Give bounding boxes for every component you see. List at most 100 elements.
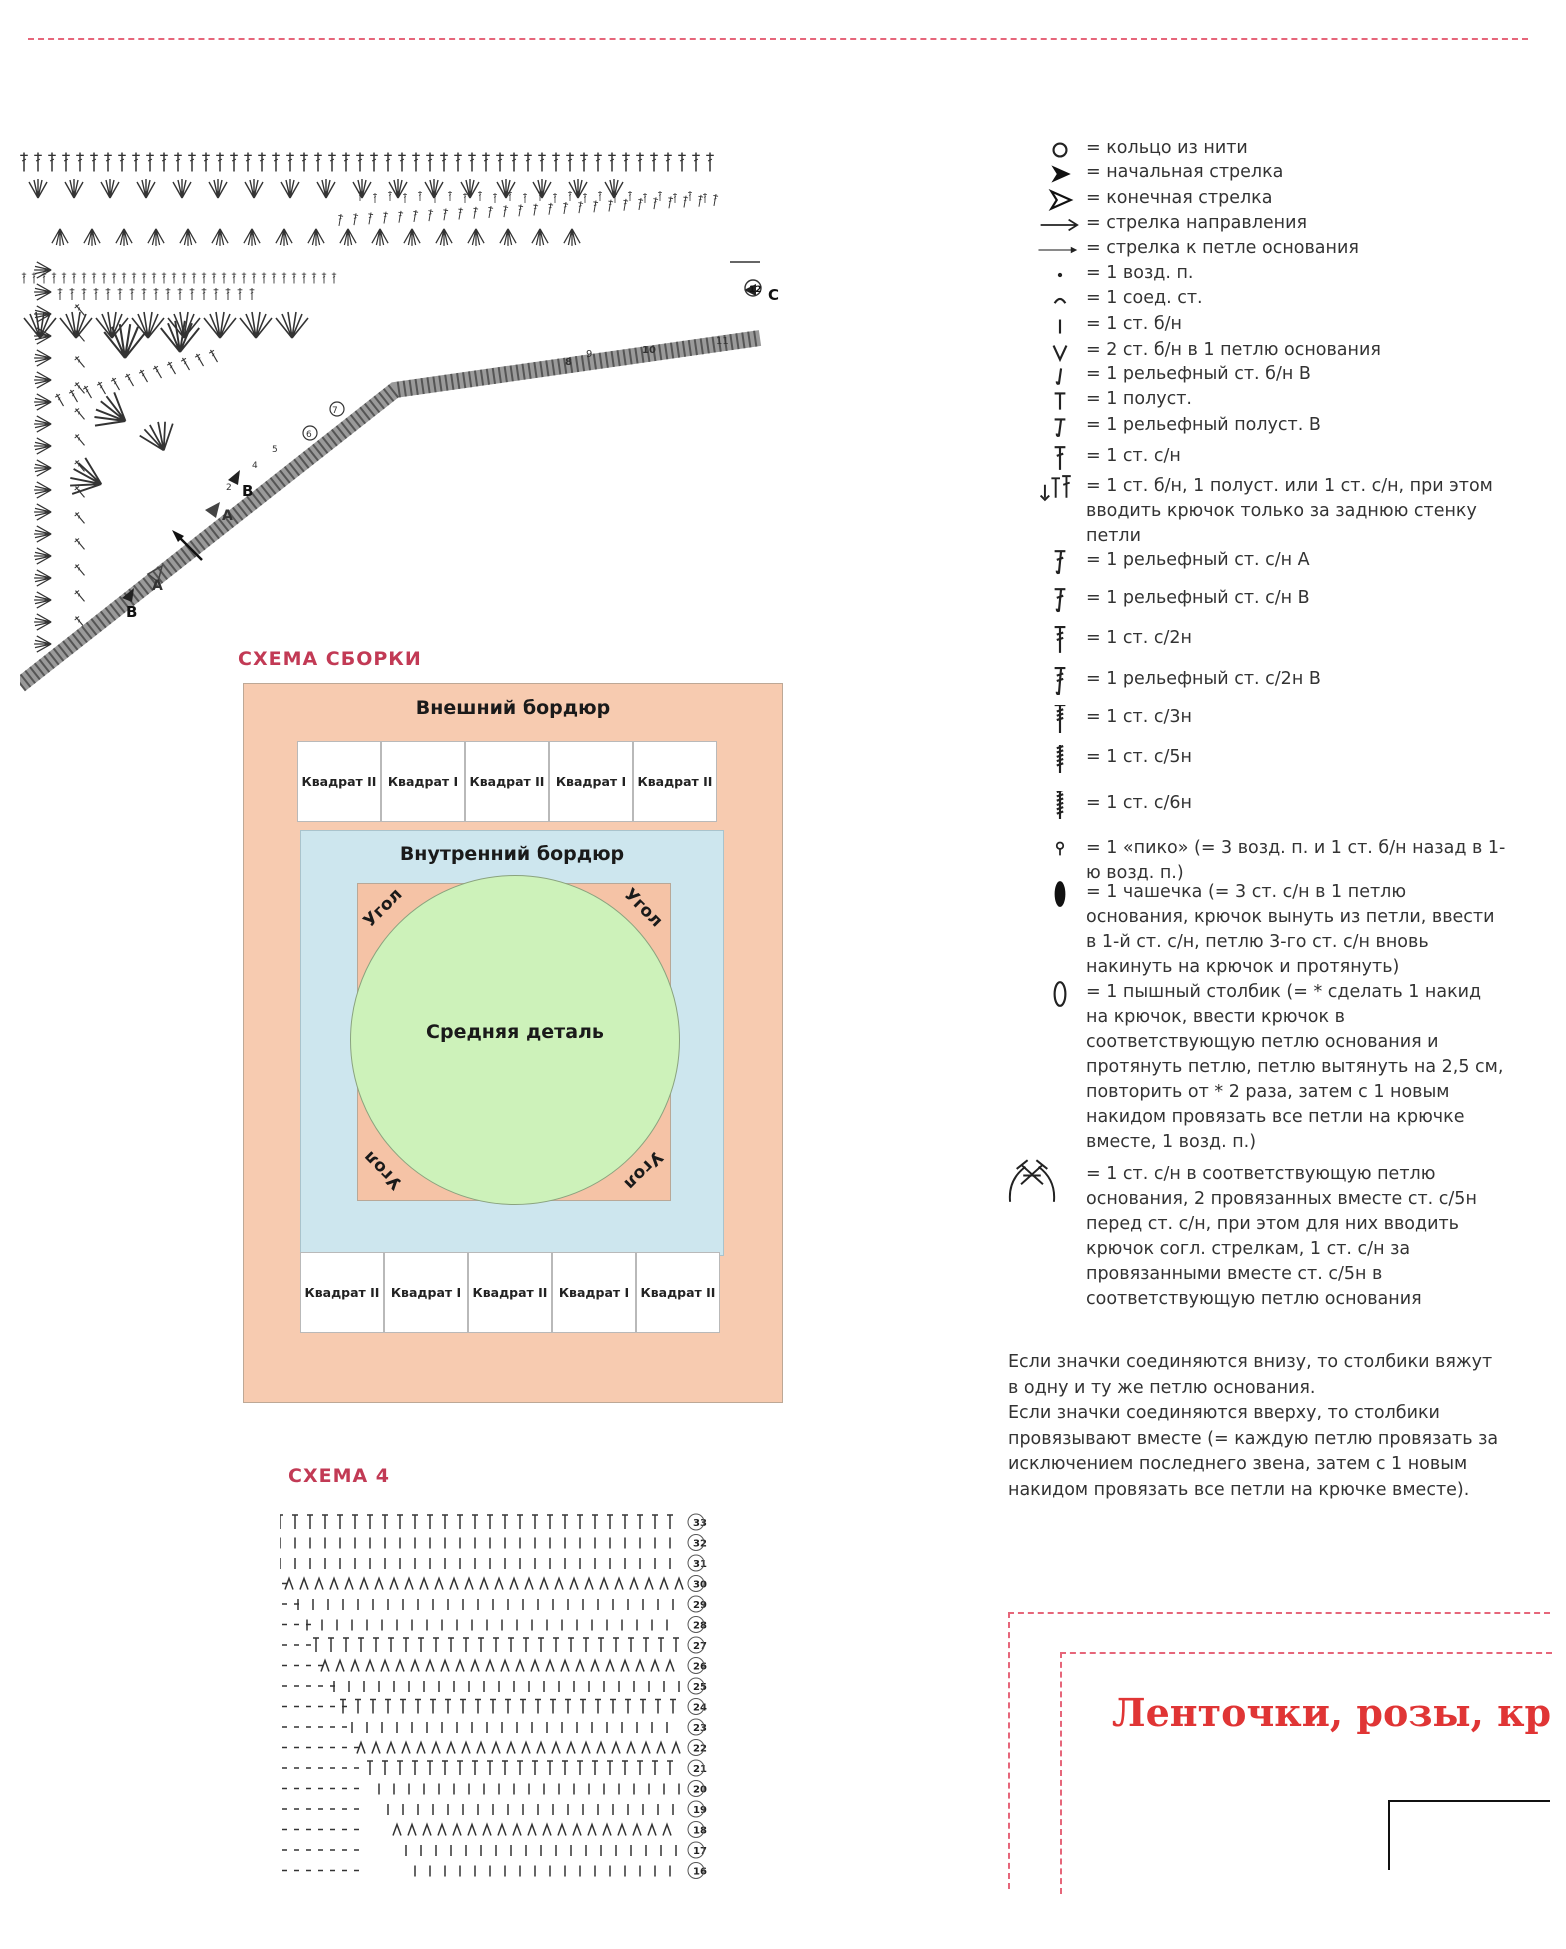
stitch-symbol <box>388 1638 394 1652</box>
stitch-symbol <box>34 592 51 608</box>
legend-text: = 1 ст. с/2н <box>1086 626 1506 651</box>
stitch-symbol <box>96 312 128 338</box>
stitch-symbol <box>552 1743 560 1754</box>
scheme4-row-number: 16 <box>693 1867 707 1878</box>
stitch-symbol <box>216 153 224 172</box>
inner-border-label: Внутренний бордюр <box>300 843 724 865</box>
stitch-symbol <box>367 212 374 225</box>
legend-text: = стрелка направления <box>1086 211 1506 236</box>
stitch-symbol <box>453 1825 461 1836</box>
stitch-symbol <box>173 179 191 198</box>
stitch-symbol <box>657 1743 665 1754</box>
stitch-symbol <box>292 273 296 284</box>
stitch-symbol <box>180 229 196 246</box>
stitch-symbol <box>637 1515 643 1529</box>
article-corner-rule <box>1388 1800 1550 1870</box>
stitch-symbol <box>418 1638 424 1652</box>
stitch-symbol <box>595 1700 601 1714</box>
stitch-symbol <box>460 1700 466 1714</box>
stitch-symbol <box>72 273 76 284</box>
stitch-symbol <box>643 193 647 203</box>
stitch-symbol <box>462 1743 470 1754</box>
stitch-symbol <box>146 153 154 172</box>
stitch-symbol <box>34 416 51 432</box>
stitch-symbol <box>116 229 132 246</box>
stitch-symbol <box>204 312 236 338</box>
stitch-symbol <box>65 179 83 198</box>
stitch-symbol <box>487 1515 493 1529</box>
stitch-symbol <box>666 1661 674 1672</box>
stitch-symbol <box>104 153 112 172</box>
stitch-symbol <box>667 1761 673 1775</box>
stitch-symbol <box>423 1825 431 1836</box>
legend-text: = 1 рельефный ст. б/н В <box>1086 362 1506 387</box>
stitch-symbol <box>652 1515 658 1529</box>
stitch-symbol <box>337 214 344 227</box>
stitch-symbol <box>643 1638 649 1652</box>
stitch-symbol <box>703 193 707 203</box>
stitch-symbol <box>562 202 569 215</box>
stitch-symbol <box>314 153 322 172</box>
stitch-symbol <box>94 288 99 300</box>
stitch-symbol <box>553 1638 559 1652</box>
stitch-symbol <box>532 1515 538 1529</box>
stitch-symbol <box>510 1579 518 1590</box>
scheme4-row-number: 21 <box>693 1764 707 1775</box>
scheme4-row-number: 29 <box>693 1600 707 1611</box>
square-cell: Квадрат II <box>465 741 549 822</box>
stitch-symbol <box>622 1761 628 1775</box>
stitch-symbol <box>73 459 86 473</box>
top-dashed-rule <box>28 38 1528 40</box>
stitch-symbol <box>502 205 509 218</box>
stitch-symbol <box>312 273 316 284</box>
stitch-symbol <box>547 1761 553 1775</box>
stitch-symbol <box>58 288 63 300</box>
legend-text: = 1 ст. б/н, 1 полуст. или 1 ст. с/н, пр… <box>1086 474 1506 549</box>
stitch-symbol <box>454 153 462 172</box>
stitch-symbol <box>603 1825 611 1836</box>
stitch-symbol <box>497 179 515 198</box>
point-c-label: C <box>768 286 779 304</box>
stitch-symbol <box>495 1579 503 1590</box>
stitch-symbol <box>607 1761 613 1775</box>
stitch-symbol <box>389 179 407 198</box>
stitch-symbol <box>403 1638 409 1652</box>
stitch-symbol <box>432 1743 440 1754</box>
stitch-symbol <box>547 202 554 215</box>
stitch-symbol <box>532 203 539 216</box>
stitch-symbol <box>358 1638 364 1652</box>
point-b-label: B <box>242 482 253 500</box>
stitch-symbol <box>583 193 587 203</box>
stitch-symbol <box>482 153 490 172</box>
stitch-symbol <box>478 1638 484 1652</box>
stitch-symbol <box>622 1515 628 1529</box>
stitch-symbol <box>352 213 359 226</box>
stitch-symbol <box>510 153 518 172</box>
stitch-symbol <box>418 191 422 201</box>
stitch-symbol <box>22 273 26 284</box>
stitch-symbol <box>336 1661 344 1672</box>
scheme4-row-number: 26 <box>693 1662 707 1673</box>
stitch-symbol <box>547 1515 553 1529</box>
stitch-symbol <box>137 179 155 198</box>
row-number: 9 <box>586 349 592 360</box>
assembly-title: СХЕМА СБОРКИ <box>238 648 422 670</box>
stitch-symbol <box>471 1661 479 1672</box>
stitch-symbol <box>658 191 662 201</box>
stitch-symbol <box>412 1515 418 1529</box>
stitch-symbol <box>608 153 616 172</box>
stitch-symbol <box>642 1743 650 1754</box>
stitch-symbol <box>457 207 464 220</box>
stitch-symbol <box>372 1743 380 1754</box>
stitch-symbol <box>381 1661 389 1672</box>
stitch-symbol <box>73 511 86 525</box>
stitch-symbol <box>501 1661 509 1672</box>
stitch-symbol <box>152 365 164 380</box>
stitch-symbol <box>490 1700 496 1714</box>
scheme4-row-number: 27 <box>693 1641 707 1652</box>
legend-text: = 1 ст. с/н <box>1086 444 1506 469</box>
stitch-symbol <box>332 273 336 284</box>
relief-treble-icon <box>1030 667 1090 695</box>
stitch-symbol <box>538 1638 544 1652</box>
stitch-symbol <box>565 1700 571 1714</box>
